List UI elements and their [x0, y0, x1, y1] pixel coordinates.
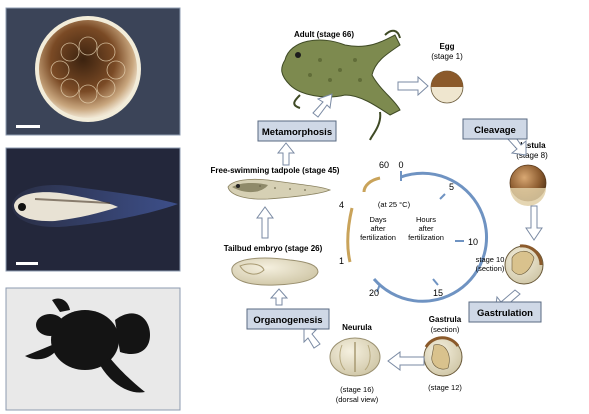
arrow-neurula-to-organogenesis [304, 328, 320, 348]
arrow-tadpole-to-metamorphosis [278, 143, 294, 165]
label-adult: Adult (stage 66) [294, 30, 354, 39]
tadpole-illustration [228, 179, 330, 199]
hours-label-3: fertilization [408, 233, 444, 242]
label-stage10: stage 10 [476, 255, 505, 264]
days-label-3: fertilization [360, 233, 396, 242]
box-organogenesis: Organogenesis [247, 309, 329, 329]
tailbud-illustration [232, 258, 318, 285]
hours-label-1: Hours [416, 215, 436, 224]
arrow-metamorphosis-to-adult [313, 94, 332, 117]
arrow-tailbud-to-tadpole [257, 207, 273, 238]
photo-frog-egg [6, 8, 180, 135]
days-label-2: after [370, 224, 386, 233]
process-metamorphosis: Metamorphosis [262, 127, 332, 138]
days-arc [348, 208, 352, 262]
box-metamorphosis: Metamorphosis [258, 121, 336, 141]
day-tick-1: 1 [339, 256, 344, 266]
photo-tadpole [6, 148, 180, 271]
label-gastrula-stage: (stage 12) [428, 383, 462, 392]
label-neurula: Neurula [342, 323, 372, 332]
box-gastrulation: Gastrulation [469, 302, 541, 322]
tick-5: 5 [449, 182, 454, 192]
label-tailbud: Tailbud embryo (stage 26) [224, 244, 323, 253]
box-cleavage: Cleavage [463, 119, 527, 139]
process-organogenesis: Organogenesis [253, 315, 322, 326]
arrow-gastrula-to-neurula [388, 352, 424, 370]
egg-illustration [431, 71, 463, 103]
tick-0: 0 [398, 160, 403, 170]
days-label-1: Days [369, 215, 386, 224]
stage10-illustration [505, 246, 543, 284]
label-neurula-stage: (stage 16) [340, 385, 374, 394]
neurula-illustration [330, 338, 380, 376]
hours-label-2: after [418, 224, 434, 233]
label-neurula-view: (dorsal view) [336, 395, 379, 404]
days-arc-top [364, 178, 380, 192]
label-stage10-section: (section) [476, 264, 505, 273]
arrow-adult-to-egg [398, 77, 428, 95]
arrow-organogenesis-to-tailbud [271, 289, 287, 305]
label-egg-stage: (stage 1) [431, 52, 463, 61]
arrow-blastula-to-stage10 [526, 206, 542, 240]
process-cleavage: Cleavage [474, 125, 516, 136]
label-tadpole: Free-swimming tadpole (stage 45) [211, 166, 340, 175]
gastrula-illustration [424, 338, 462, 376]
day-tick-4: 4 [339, 200, 344, 210]
tick-10: 10 [468, 237, 478, 247]
blastula-illustration [510, 165, 546, 206]
development-clock: 0 60 5 10 15 20 4 1 (at 25 °C) Hours aft… [339, 160, 487, 301]
process-gastrulation: Gastrulation [477, 308, 533, 319]
label-gastrula-section: (section) [431, 325, 460, 334]
tick-20: 20 [369, 288, 379, 298]
tick-60: 60 [379, 160, 389, 170]
label-egg: Egg [439, 42, 454, 51]
clock-temperature: (at 25 °C) [378, 200, 411, 209]
tick-15: 15 [433, 288, 443, 298]
label-gastrula: Gastrula [429, 315, 462, 324]
photo-adult-frog [6, 288, 180, 410]
